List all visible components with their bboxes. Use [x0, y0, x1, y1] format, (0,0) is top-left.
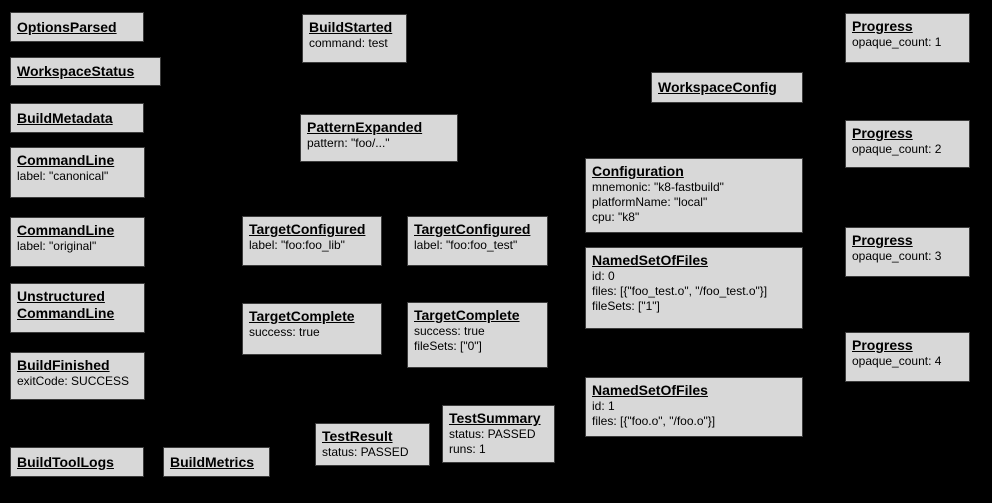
node-detail: fileSets: ["0"] — [414, 339, 482, 353]
node-build-finished: BuildFinished exitCode: SUCCESS — [10, 352, 145, 400]
node-build-started: BuildStarted command: test — [302, 14, 407, 63]
node-workspace-config: WorkspaceConfig — [651, 72, 803, 103]
node-title: Progress — [852, 18, 913, 34]
node-title: Configuration — [592, 163, 684, 179]
node-title: TargetConfigured — [249, 221, 366, 237]
node-detail: status: PASSED — [322, 445, 409, 459]
node-workspace-status: WorkspaceStatus — [10, 57, 161, 86]
node-target-complete-lib: TargetComplete success: true — [242, 303, 382, 355]
node-detail: opaque_count: 2 — [852, 142, 942, 156]
node-title: Unstructured — [17, 288, 105, 304]
node-title: TargetConfigured — [414, 221, 531, 237]
node-detail: label: "foo:foo_lib" — [249, 238, 345, 252]
node-title: NamedSetOfFiles — [592, 382, 708, 398]
node-detail: opaque_count: 3 — [852, 249, 942, 263]
node-title: CommandLine — [17, 152, 115, 168]
node-title: BuildMetadata — [17, 109, 113, 126]
node-title: BuildToolLogs — [17, 453, 114, 470]
node-build-tool-logs: BuildToolLogs — [10, 447, 144, 477]
node-title: Progress — [852, 125, 913, 141]
node-progress-1: Progress opaque_count: 1 — [845, 13, 970, 63]
node-detail: success: true — [414, 324, 485, 338]
node-detail: status: PASSED — [449, 427, 536, 441]
node-unstructured-command-line: Unstructured CommandLine — [10, 283, 145, 333]
node-named-set-of-files-0: NamedSetOfFiles id: 0 files: [{"foo_test… — [585, 247, 803, 329]
node-detail: runs: 1 — [449, 442, 486, 456]
node-title: OptionsParsed — [17, 18, 117, 35]
node-detail: exitCode: SUCCESS — [17, 374, 130, 388]
node-title: BuildMetrics — [170, 453, 255, 470]
node-target-configured-foo-lib: TargetConfigured label: "foo:foo_lib" — [242, 216, 382, 266]
node-title: WorkspaceStatus — [17, 63, 135, 79]
node-detail: id: 1 — [592, 399, 615, 413]
node-detail: opaque_count: 4 — [852, 354, 942, 368]
node-target-configured-foo-test: TargetConfigured label: "foo:foo_test" — [407, 216, 548, 266]
node-command-line-original: CommandLine label: "original" — [10, 217, 145, 267]
node-target-complete-test: TargetComplete success: true fileSets: [… — [407, 302, 548, 368]
node-named-set-of-files-1: NamedSetOfFiles id: 1 files: [{"foo.o", … — [585, 377, 803, 437]
node-title: TargetComplete — [249, 308, 355, 324]
node-detail: opaque_count: 1 — [852, 35, 942, 49]
node-progress-3: Progress opaque_count: 3 — [845, 227, 970, 277]
node-options-parsed: OptionsParsed — [10, 12, 144, 42]
node-title: NamedSetOfFiles — [592, 252, 708, 268]
node-detail: files: [{"foo_test.o", "/foo_test.o"}] — [592, 284, 768, 298]
node-title-line2: CommandLine — [17, 305, 115, 321]
node-detail: id: 0 — [592, 269, 615, 283]
node-pattern-expanded: PatternExpanded pattern: "foo/..." — [300, 114, 458, 162]
node-build-metadata: BuildMetadata — [10, 103, 144, 133]
node-detail: label: "canonical" — [17, 169, 109, 183]
node-progress-4: Progress opaque_count: 4 — [845, 332, 970, 382]
node-progress-2: Progress opaque_count: 2 — [845, 120, 970, 168]
node-title: TargetComplete — [414, 307, 520, 323]
node-detail: command: test — [309, 36, 388, 50]
node-detail: success: true — [249, 325, 320, 339]
node-command-line-canonical: CommandLine label: "canonical" — [10, 147, 145, 198]
node-test-result: TestResult status: PASSED — [315, 423, 430, 466]
node-title: TestResult — [322, 428, 393, 444]
node-test-summary: TestSummary status: PASSED runs: 1 — [442, 405, 555, 463]
node-detail: files: [{"foo.o", "/foo.o"}] — [592, 414, 716, 428]
node-detail: pattern: "foo/..." — [307, 136, 390, 150]
node-configuration: Configuration mnemonic: "k8-fastbuild" p… — [585, 158, 803, 233]
node-title: BuildFinished — [17, 357, 110, 373]
node-detail: cpu: "k8" — [592, 210, 640, 224]
node-title: CommandLine — [17, 222, 115, 238]
node-detail: label: "foo:foo_test" — [414, 238, 518, 252]
node-build-metrics: BuildMetrics — [163, 447, 270, 477]
node-detail: label: "original" — [17, 239, 97, 253]
node-title: WorkspaceConfig — [658, 79, 777, 95]
node-title: BuildStarted — [309, 19, 393, 35]
node-title: PatternExpanded — [307, 119, 423, 135]
node-detail: platformName: "local" — [592, 195, 708, 209]
node-title: Progress — [852, 232, 913, 248]
node-title: TestSummary — [449, 410, 541, 426]
node-detail: mnemonic: "k8-fastbuild" — [592, 180, 724, 194]
node-title: Progress — [852, 337, 913, 353]
node-detail: fileSets: ["1"] — [592, 299, 660, 313]
